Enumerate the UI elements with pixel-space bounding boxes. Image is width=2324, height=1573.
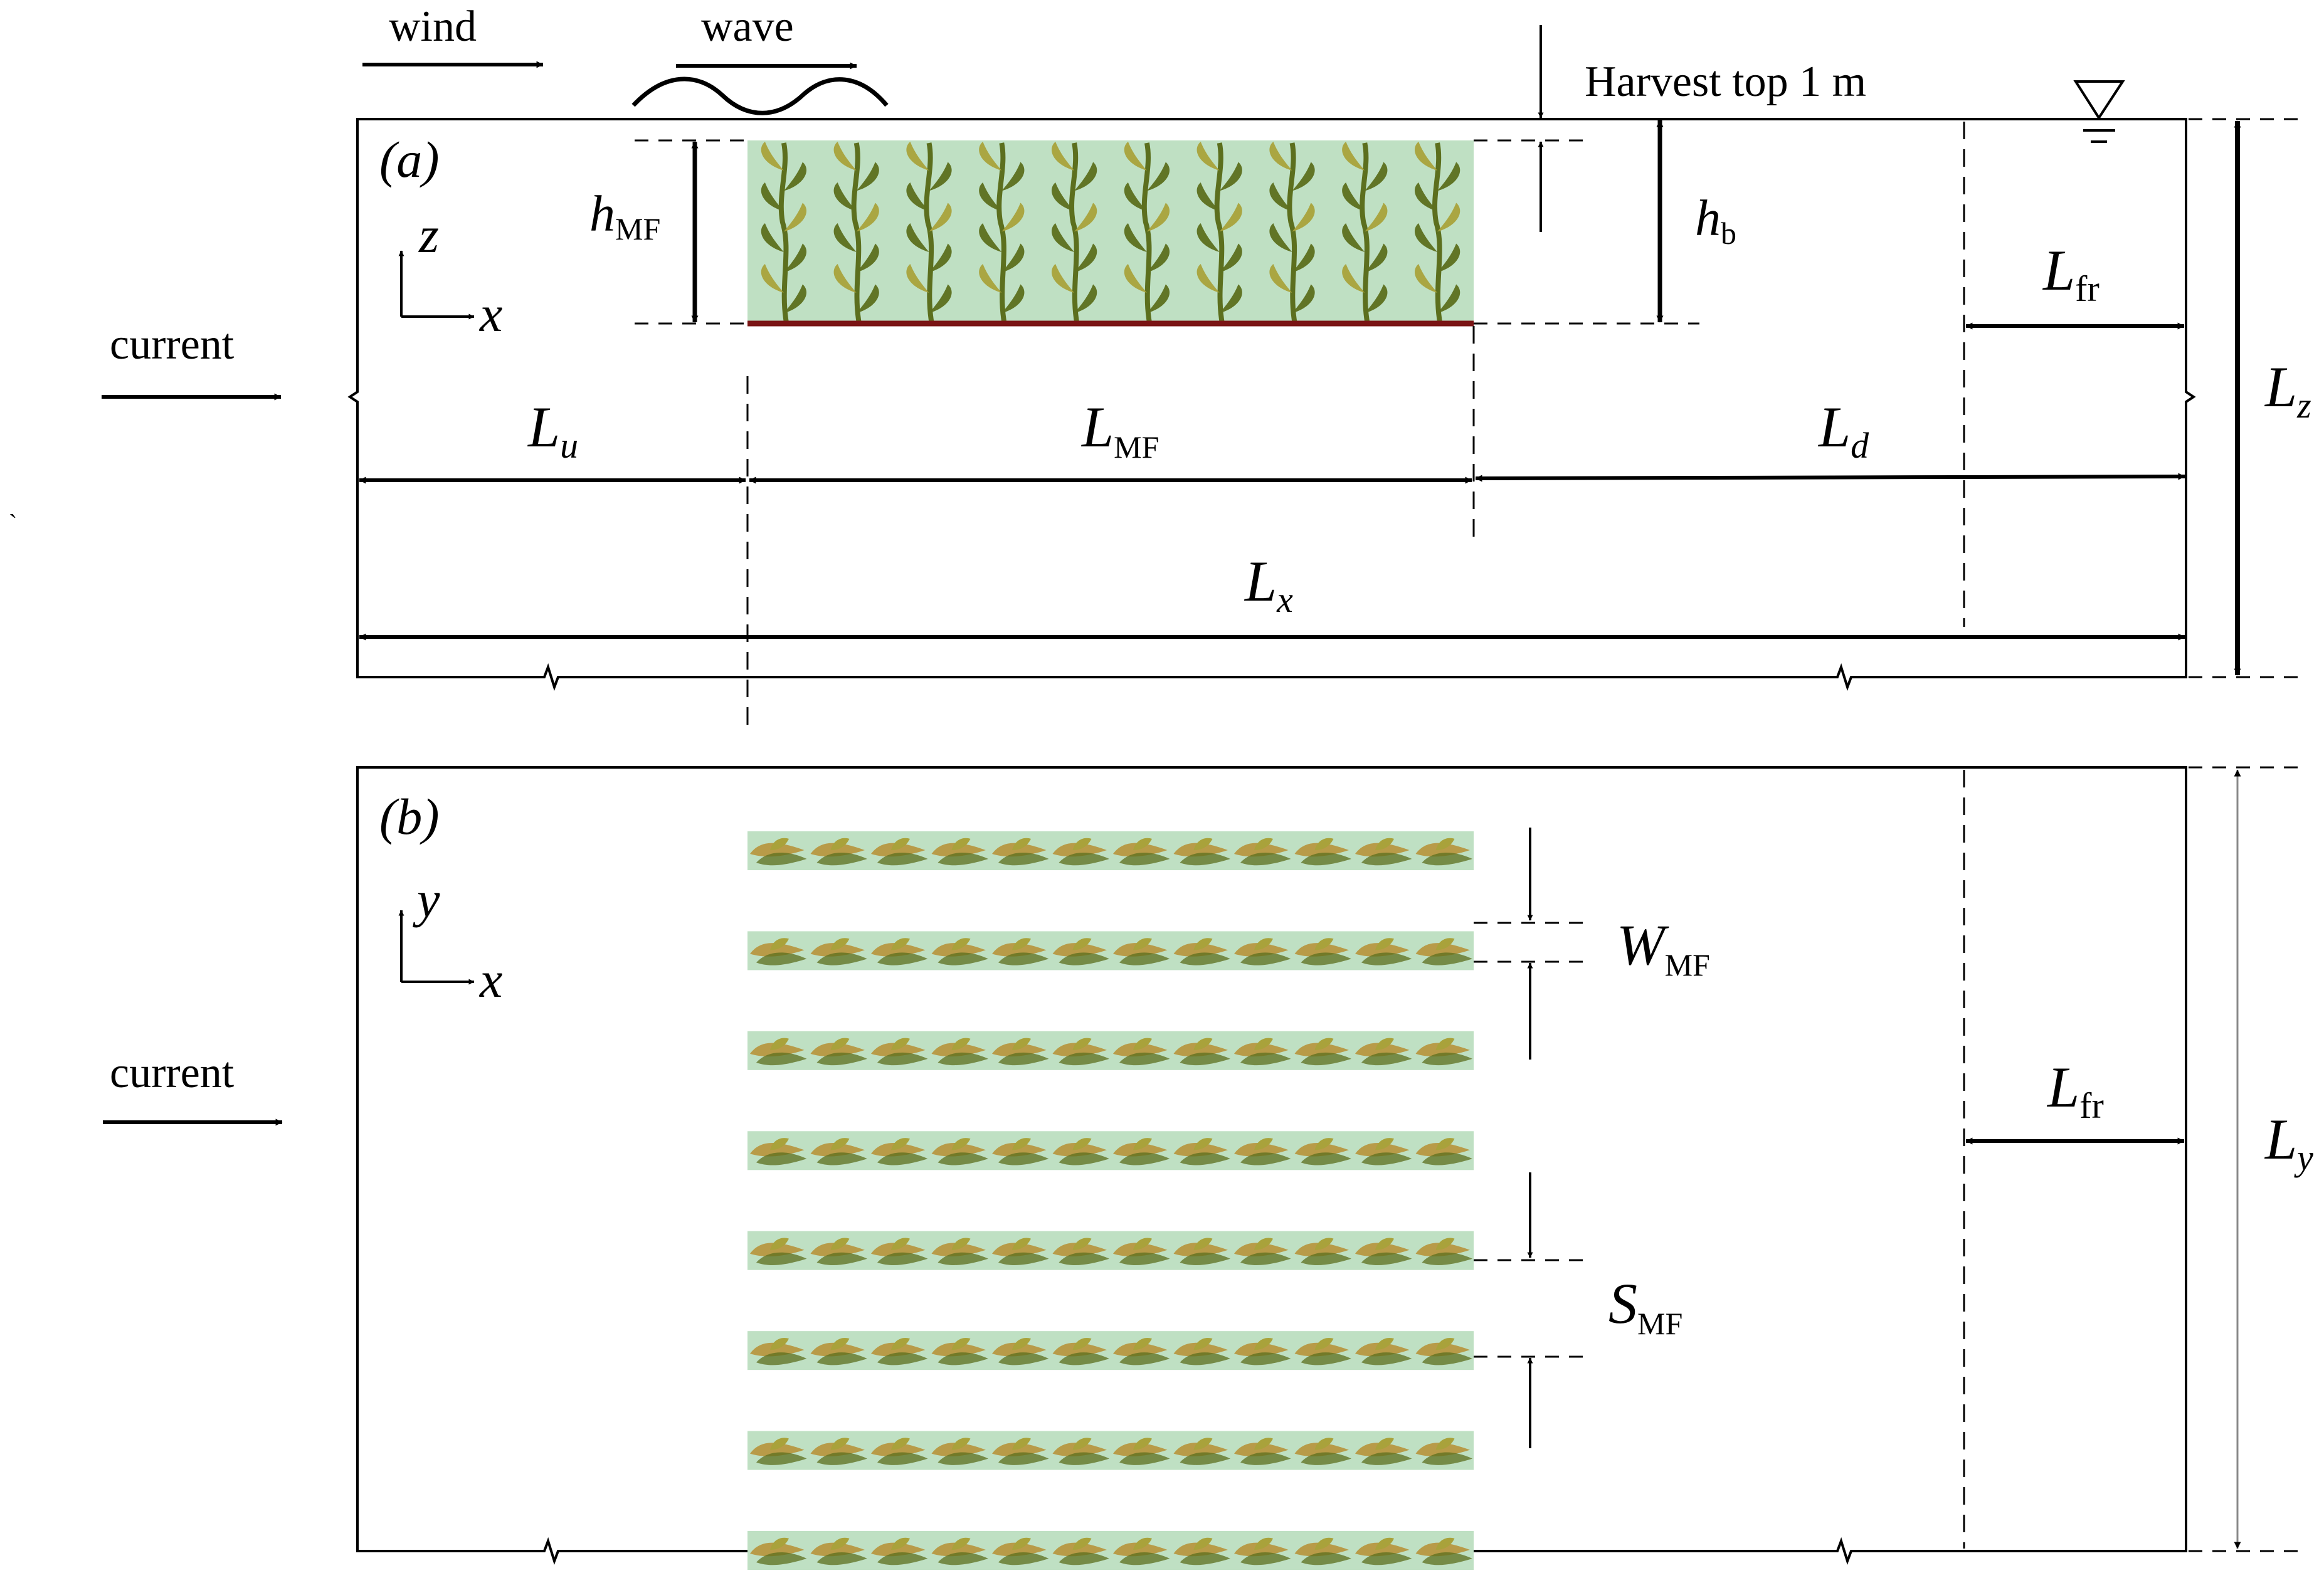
panel-a: (a) wind wave Harvest top 1 m [102,3,2311,727]
wmf-label: WMF [1617,913,1710,982]
hmf-label: hMF [589,185,660,246]
lmf-label: LMF [1080,395,1159,465]
kelp-column [1051,142,1097,323]
kelp-column [1414,142,1460,323]
domain-box-b [356,766,2187,1565]
lz-label: Lz [2264,355,2311,426]
kelp-column [1196,142,1242,323]
current-label-b: current [110,1049,235,1097]
kelp-column [1342,142,1388,323]
harvest-label: Harvest top 1 m [1585,58,1866,106]
y-axis-label: y [413,871,440,928]
kelp-rows [747,831,1474,1570]
hb-label: hb [1695,189,1736,251]
kelp-row [747,931,1474,971]
panel-b: (b) y x current WMF SMF Lfr Ly [103,766,2313,1570]
x-axis-label-b: x [479,951,502,1008]
kelp-row [747,1131,1474,1171]
panel-b-label: (b) [379,788,440,845]
kelp-farm-side [747,140,1474,322]
kelp-column [979,142,1025,323]
smf-label: SMF [1608,1271,1682,1341]
kelp-columns [761,142,1460,323]
stray-mark: ` [9,509,17,537]
x-axis-label-a: x [479,285,502,342]
kelp-column [1269,142,1315,323]
ld-arrow [1475,473,2185,482]
kelp-column [906,142,952,323]
lfr-label-a: Lfr [2042,238,2100,309]
kelp-row [747,1431,1474,1470]
kelp-row [747,1231,1474,1270]
lx-label: Lx [1244,549,1293,620]
free-surface-symbol [2073,80,2125,143]
kelp-column [761,142,807,323]
wind-label: wind [389,3,477,51]
z-axis-label: z [418,206,439,263]
kelp-column [1124,142,1170,323]
panel-a-label: (a) [379,131,440,188]
current-label-a: current [110,320,235,369]
wave-label: wave [701,3,794,51]
kelp-row [747,831,1474,870]
kelp-row [747,1331,1474,1370]
lu-label: Lu [527,395,578,466]
domain-box-a [347,118,2196,692]
wave-curve [631,76,889,115]
kelp-column [833,142,879,323]
ld-label: Ld [1817,395,1869,466]
ly-label: Ly [2264,1107,2313,1178]
lfr-label-b: Lfr [2046,1055,2104,1126]
kelp-row [747,1031,1474,1070]
kelp-row [747,1531,1474,1570]
